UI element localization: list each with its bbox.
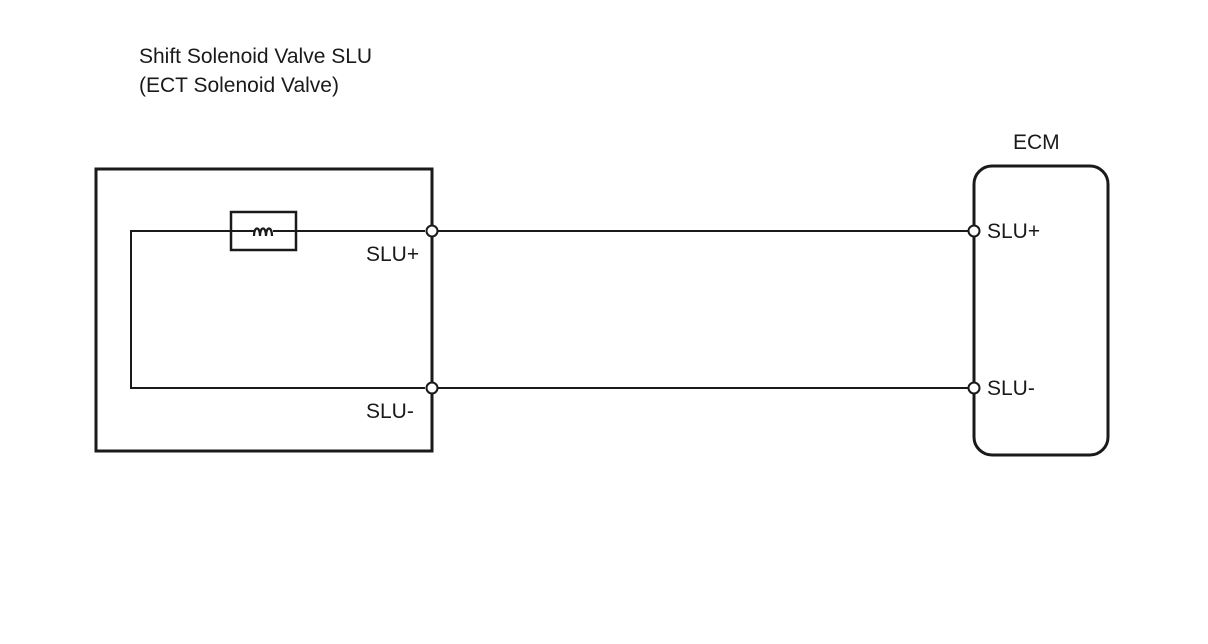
solenoid-terminal-positive [425, 224, 439, 238]
ecm-pin-positive-label: SLU+ [987, 220, 1040, 243]
ecm-title: ECM [1013, 131, 1060, 154]
solenoid-valve-box [94, 167, 434, 453]
ecm-terminal-positive [967, 224, 981, 238]
solenoid-title-line1: Shift Solenoid Valve SLU [139, 45, 372, 68]
ecm-box [972, 164, 1110, 457]
solenoid-title-line2: (ECT Solenoid Valve) [139, 74, 339, 97]
solenoid-terminal-negative [425, 381, 439, 395]
solenoid-coil-icon [229, 210, 298, 252]
solenoid-pin-positive-label: SLU+ [366, 243, 419, 266]
solenoid-internal-wire [130, 230, 425, 389]
ecm-pin-negative-label: SLU- [987, 377, 1035, 400]
solenoid-pin-negative-label: SLU- [366, 400, 414, 423]
ecm-terminal-negative [967, 381, 981, 395]
